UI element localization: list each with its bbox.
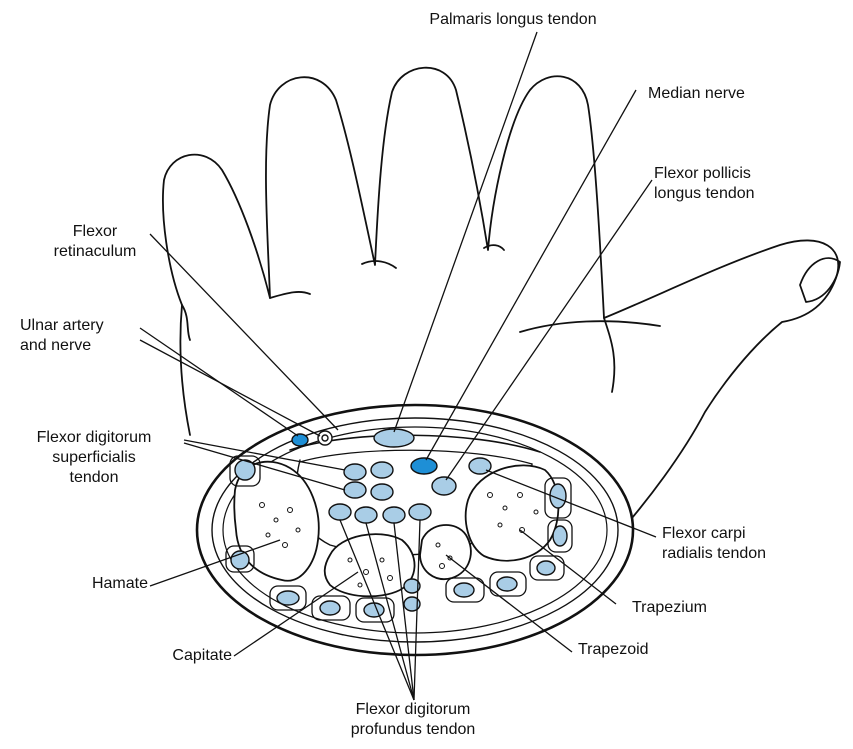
label-fcr-tendon: Flexor carpi radialis tendon bbox=[662, 524, 842, 564]
dorsal-tendon-3 bbox=[364, 603, 384, 617]
dorsal-tendon-6 bbox=[537, 561, 555, 575]
dorsal-tendon-5 bbox=[497, 577, 517, 591]
fds-tendon-shape-1 bbox=[344, 464, 366, 480]
label-flexor-retinaculum: Flexor retinaculum bbox=[20, 222, 170, 262]
palm-crease-thenar bbox=[520, 321, 660, 332]
ulnar-artery-shape bbox=[318, 431, 332, 445]
median-nerve-shape bbox=[411, 458, 437, 474]
leader-flexor-ret bbox=[150, 234, 338, 430]
dorsal-tendon-2 bbox=[320, 601, 340, 615]
fds-tendon-shape-3 bbox=[344, 482, 366, 498]
label-trapezoid: Trapezoid bbox=[578, 640, 728, 660]
fpl-tendon-shape bbox=[432, 477, 456, 495]
label-fpl-line1: Flexor pollicis bbox=[654, 164, 834, 184]
label-fds-tendon: Flexor digitorum superficialis tendon bbox=[4, 428, 184, 488]
fcr-tendon-shape bbox=[469, 458, 491, 474]
fds-tendon-shape-2 bbox=[371, 462, 393, 478]
label-ulnar-line1: Ulnar artery bbox=[20, 316, 170, 336]
label-median-nerve: Median nerve bbox=[648, 84, 828, 104]
label-flexor-pollicis-longus: Flexor pollicis longus tendon bbox=[654, 164, 834, 204]
label-ulnar-artery-nerve: Ulnar artery and nerve bbox=[20, 316, 170, 356]
label-fds-line1: Flexor digitorum bbox=[4, 428, 184, 448]
label-flexor-ret-line2: retinaculum bbox=[20, 242, 170, 262]
label-fcr-line1: Flexor carpi bbox=[662, 524, 842, 544]
finger-crease-1 bbox=[270, 292, 310, 298]
label-capitate: Capitate bbox=[120, 646, 232, 666]
fdp-tendon-shape-4 bbox=[409, 504, 431, 520]
label-fdp-tendon: Flexor digitorum profundus tendon bbox=[313, 700, 513, 740]
palm-crease-thumb-base bbox=[604, 318, 614, 392]
label-fpl-line2: longus tendon bbox=[654, 184, 834, 204]
leader-median bbox=[426, 90, 636, 460]
fdp-tendon-shape-2 bbox=[355, 507, 377, 523]
label-fdp-line2: profundus tendon bbox=[313, 720, 513, 740]
label-fcr-line2: radialis tendon bbox=[662, 544, 842, 564]
label-trapezium: Trapezium bbox=[632, 598, 782, 618]
label-palmaris-longus: Palmaris longus tendon bbox=[393, 10, 633, 30]
label-fdp-line1: Flexor digitorum bbox=[313, 700, 513, 720]
label-flexor-ret-line1: Flexor bbox=[20, 222, 170, 242]
dorsal-tendon-4 bbox=[454, 583, 474, 597]
ulnar-nerve-shape bbox=[292, 434, 308, 446]
trapezium-side-tendon-2 bbox=[553, 526, 567, 546]
thumb-nail bbox=[800, 258, 840, 302]
fdp-tendon-shape-1 bbox=[329, 504, 351, 520]
finger-crease-2 bbox=[362, 261, 396, 268]
leader-palmaris bbox=[394, 32, 537, 432]
label-hamate: Hamate bbox=[40, 574, 148, 594]
finger-crease-4 bbox=[182, 305, 190, 340]
label-ulnar-line2: and nerve bbox=[20, 336, 170, 356]
trapezoid-bone bbox=[420, 525, 471, 579]
fdp-tendon-shape-3 bbox=[383, 507, 405, 523]
label-fds-line3: tendon bbox=[4, 468, 184, 488]
fds-tendon-shape-4 bbox=[371, 484, 393, 500]
label-fds-line2: superficialis bbox=[4, 448, 184, 468]
dorsal-tendon-1 bbox=[277, 591, 299, 605]
